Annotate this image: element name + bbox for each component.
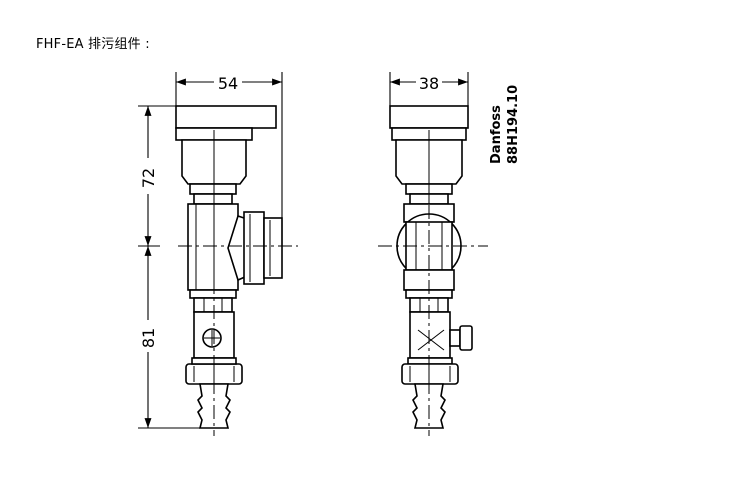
drawing-code-label: 88H194.10 (506, 85, 521, 164)
dim-72-label: 72 (139, 168, 158, 188)
figure-caption: FHF-EA 排污组件 : (36, 37, 150, 52)
dim-81-label: 81 (139, 328, 158, 348)
dim-38-label: 38 (419, 74, 439, 93)
side-view (175, 105, 298, 436)
brand-label: Danfoss (489, 105, 504, 164)
dimension-lines-right (389, 72, 469, 106)
dimension-lines-left (138, 72, 283, 429)
dim-54-label: 54 (218, 74, 238, 93)
front-view (378, 105, 488, 436)
